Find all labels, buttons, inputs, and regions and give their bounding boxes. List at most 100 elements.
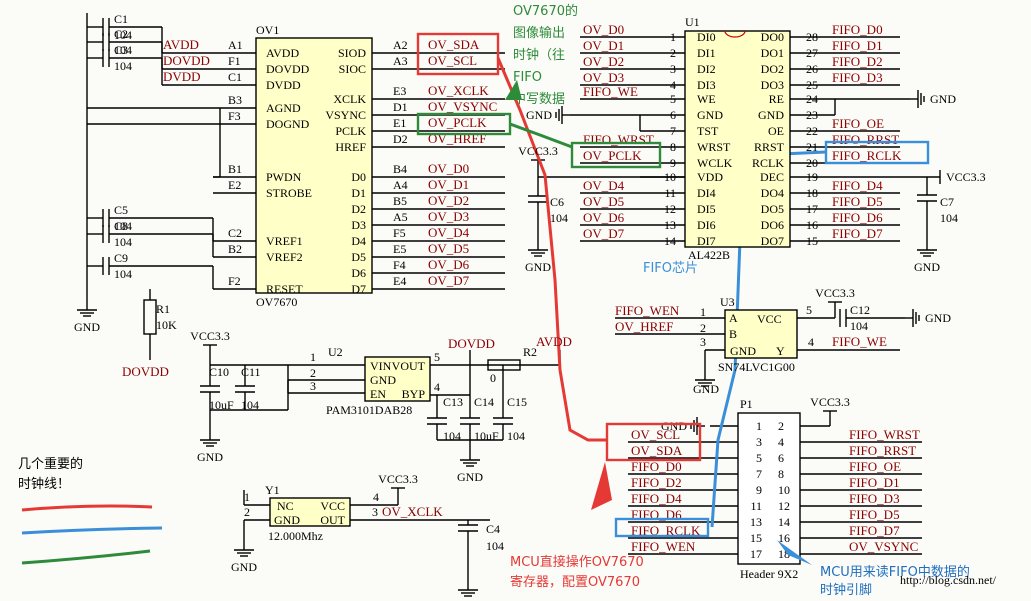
- p1-ref: P1: [740, 397, 753, 411]
- pin-name: RE: [769, 92, 784, 106]
- green-annotation: 图像输出: [513, 25, 565, 41]
- pin-number: 14: [664, 234, 676, 248]
- net-label: OV_HREF: [615, 319, 674, 334]
- net-label: OV_D2: [428, 193, 469, 208]
- pin-name: VDD: [697, 170, 723, 184]
- pin-name: WCLK: [697, 156, 733, 170]
- cap-value: 104: [850, 319, 868, 333]
- rclk-annotation: 时钟引脚: [820, 582, 872, 598]
- pin1-notch: [724, 30, 746, 38]
- pin-name: A: [729, 311, 738, 325]
- cap-ref: C2: [114, 27, 128, 41]
- pin-name: XCLK: [333, 92, 366, 106]
- net-label: FIFO_WE: [832, 334, 887, 349]
- ics: [255, 30, 801, 565]
- pin-number: 1: [244, 490, 250, 504]
- pin-name: OUT: [320, 513, 345, 527]
- cap-value: 10uF: [209, 398, 234, 412]
- net-label: OV_PCLK: [428, 115, 487, 130]
- cap-ref: C5: [114, 203, 128, 217]
- pin-number: 11: [664, 186, 676, 200]
- header-sda-scl-highlight: [605, 422, 702, 462]
- pin-number: 7: [756, 467, 762, 481]
- net-label: FIFO_D2: [832, 54, 883, 69]
- pin-number: 4: [670, 78, 676, 92]
- u1-wclk-highlight: [570, 141, 662, 169]
- pin-name: VREF2: [266, 250, 303, 264]
- gnd-label: GND: [925, 311, 951, 325]
- vcc-label: VCC3.3: [378, 472, 418, 486]
- pin-number: B4: [393, 162, 407, 176]
- net-label: FIFO_D3: [849, 491, 900, 506]
- r1: [143, 299, 157, 335]
- gnd-label: GND: [526, 108, 552, 122]
- pin-name: RRST: [754, 140, 785, 154]
- y1-part: 12.000Mhz: [268, 529, 323, 543]
- header-rclk-highlight: [614, 517, 710, 538]
- pin-number: 2: [244, 505, 250, 519]
- legend-blue-line: [21, 526, 163, 535]
- cap-ref: C10: [209, 365, 229, 379]
- green-annotation: 中写数据: [513, 92, 565, 107]
- pin-name: DO6: [761, 218, 784, 232]
- ov-pclk-highlight: [416, 112, 512, 136]
- net-label: OV_SCL: [428, 53, 477, 68]
- cap-value: 104: [114, 28, 132, 42]
- pin-name: VREF1: [266, 234, 303, 248]
- gnd-label: GND: [457, 470, 483, 484]
- pin-number: 10: [664, 170, 676, 184]
- pin-number: 11: [750, 499, 762, 513]
- y1-body: [269, 497, 351, 527]
- net-label: OV_VSYNC: [849, 539, 918, 554]
- sccb-route: [496, 57, 607, 442]
- pin-number: 2: [700, 321, 706, 335]
- legend-title: 时钟线！: [18, 476, 70, 492]
- pin-name: PCLK: [335, 124, 366, 138]
- pin-name: D7: [351, 282, 366, 296]
- pin-name: VCC: [757, 312, 782, 326]
- pin-number: 16: [806, 218, 818, 232]
- net-label: OV_VSYNC: [428, 99, 497, 114]
- watermark: http://blog.csdn.net/: [900, 573, 997, 587]
- net-label: AVDD: [163, 37, 199, 52]
- net-label: OV_D0: [428, 161, 469, 176]
- net-label: OV_SDA: [428, 37, 480, 52]
- pin-number: 3: [670, 62, 676, 76]
- pin-name: D6: [351, 266, 366, 280]
- u2-body: [364, 356, 431, 402]
- net-label: OV_D5: [428, 241, 469, 256]
- net-label: OV_D3: [428, 209, 469, 224]
- pin-name: DO3: [761, 78, 784, 92]
- pin-name: GND: [274, 513, 300, 527]
- net-label: OV_D7: [583, 226, 625, 241]
- pin-number: 16: [778, 531, 790, 545]
- green-arrow: [505, 80, 522, 100]
- pin-number: 19: [806, 170, 818, 184]
- net-label: FIFO_WRST: [849, 427, 920, 442]
- pin-number: 21: [806, 140, 818, 154]
- net-label: OV_D1: [583, 38, 624, 53]
- cap-ref: C12: [850, 303, 870, 317]
- pin-number: 15: [750, 531, 762, 545]
- net-label: DOVDD: [163, 53, 210, 68]
- pin-number: C1: [228, 70, 242, 84]
- pin-number: 4: [778, 435, 784, 449]
- net-label: FIFO_D1: [832, 38, 883, 53]
- cap-value: 104: [940, 211, 958, 225]
- pin-number: 13: [664, 218, 676, 232]
- pin-name: RCLK: [752, 156, 784, 170]
- pin-number: 27: [806, 46, 818, 60]
- pin-number: 1: [700, 305, 706, 319]
- pin-number: B5: [393, 194, 407, 208]
- vcc-label: VCC3.3: [815, 286, 855, 300]
- ov1-ref: OV1: [256, 23, 279, 37]
- cap-value: 104: [114, 59, 132, 73]
- ov1-part: OV7670: [256, 295, 297, 309]
- pin-name: BYP: [402, 387, 426, 401]
- gnd-label: GND: [197, 450, 223, 464]
- vcc-label: VCC3.3: [946, 170, 986, 184]
- cap-ref: C11: [241, 365, 261, 379]
- net-label: FIFO_D5: [832, 194, 883, 209]
- mcu-annotation: 寄存器，配置OV7670: [510, 574, 640, 590]
- pin-name: DI0: [697, 30, 716, 44]
